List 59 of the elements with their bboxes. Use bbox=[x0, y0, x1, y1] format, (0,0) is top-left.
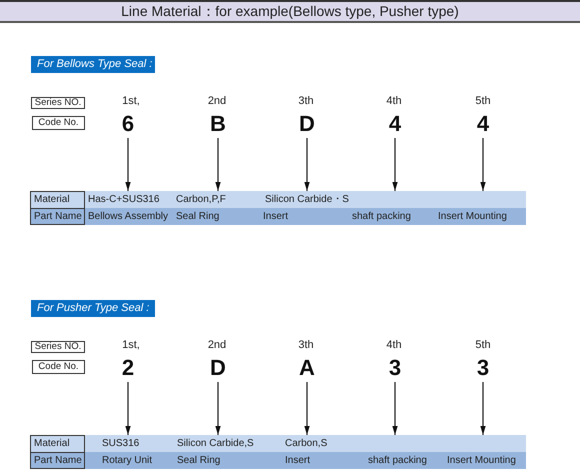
code-letter: B bbox=[206, 113, 230, 135]
material-cell: Silicon Carbide・S bbox=[262, 191, 350, 208]
code-header: Code No. bbox=[32, 116, 85, 130]
series-ordinal: 2nd bbox=[206, 338, 228, 352]
series-ordinal: 5th bbox=[474, 338, 492, 352]
series-ordinal: 5th bbox=[474, 94, 492, 108]
series-ordinal: 2nd bbox=[206, 94, 228, 108]
material-cell bbox=[436, 435, 526, 452]
row-header: Part Name bbox=[30, 452, 85, 469]
part-name-cell: Rotary Unit bbox=[85, 452, 173, 469]
section-banner: For Bellows Type Seal : bbox=[31, 56, 155, 73]
row-header: Material bbox=[30, 435, 85, 453]
series-ordinal: 3th bbox=[297, 338, 315, 352]
material-cell: SUS316 bbox=[85, 435, 173, 452]
series-ordinal: 3th bbox=[297, 94, 315, 108]
part-name-cell: Seal Ring bbox=[173, 208, 262, 225]
arrow bbox=[304, 382, 310, 435]
code-letter: D bbox=[295, 113, 319, 135]
row-header: Material bbox=[30, 191, 85, 209]
series-header: Series NO. bbox=[31, 341, 85, 353]
code-letter: 4 bbox=[471, 113, 495, 135]
code-letter: 4 bbox=[383, 113, 407, 135]
code-letter: D bbox=[206, 357, 230, 379]
arrow bbox=[392, 138, 398, 191]
arrow bbox=[480, 382, 486, 435]
code-letter: 3 bbox=[383, 357, 407, 379]
part-name-cell: Insert Mounting bbox=[436, 208, 526, 225]
arrow bbox=[304, 138, 310, 191]
arrow bbox=[125, 382, 131, 435]
part-name-cell: Bellows Assembly bbox=[85, 208, 173, 225]
arrow bbox=[125, 138, 131, 191]
series-ordinal: 1st, bbox=[121, 94, 141, 108]
part-name-cell: shaft packing bbox=[350, 208, 436, 225]
material-cell: Carbon,P,F bbox=[173, 191, 262, 208]
material-cell: Silicon Carbide,S bbox=[173, 435, 262, 452]
part-name-cell: shaft packing bbox=[350, 452, 436, 469]
series-header: Series NO. bbox=[31, 97, 85, 109]
part-name-cell: Insert bbox=[262, 208, 350, 225]
material-cell bbox=[436, 191, 526, 208]
material-cell: Has-C+SUS316 bbox=[85, 191, 173, 208]
part-name-cell: Insert bbox=[262, 452, 350, 469]
part-name-cell: Seal Ring bbox=[173, 452, 262, 469]
title-bar: Line Material：for example(Bellows type, Pusher type) bbox=[0, 0, 580, 23]
code-letter: A bbox=[295, 357, 319, 379]
section-banner: For Pusher Type Seal : bbox=[31, 300, 155, 317]
material-cell: Carbon,S bbox=[262, 435, 350, 452]
arrow bbox=[480, 138, 486, 191]
code-letter: 6 bbox=[116, 113, 140, 135]
arrow bbox=[392, 382, 398, 435]
code-letter: 2 bbox=[116, 357, 140, 379]
part-name-cell: Insert Mounting bbox=[436, 452, 526, 469]
series-ordinal: 4th bbox=[385, 94, 403, 108]
code-letter: 3 bbox=[471, 357, 495, 379]
arrow bbox=[215, 382, 221, 435]
series-ordinal: 4th bbox=[385, 338, 403, 352]
arrow bbox=[215, 138, 221, 191]
code-header: Code No. bbox=[32, 360, 85, 374]
row-header: Part Name bbox=[30, 208, 85, 225]
series-ordinal: 1st, bbox=[121, 338, 141, 352]
